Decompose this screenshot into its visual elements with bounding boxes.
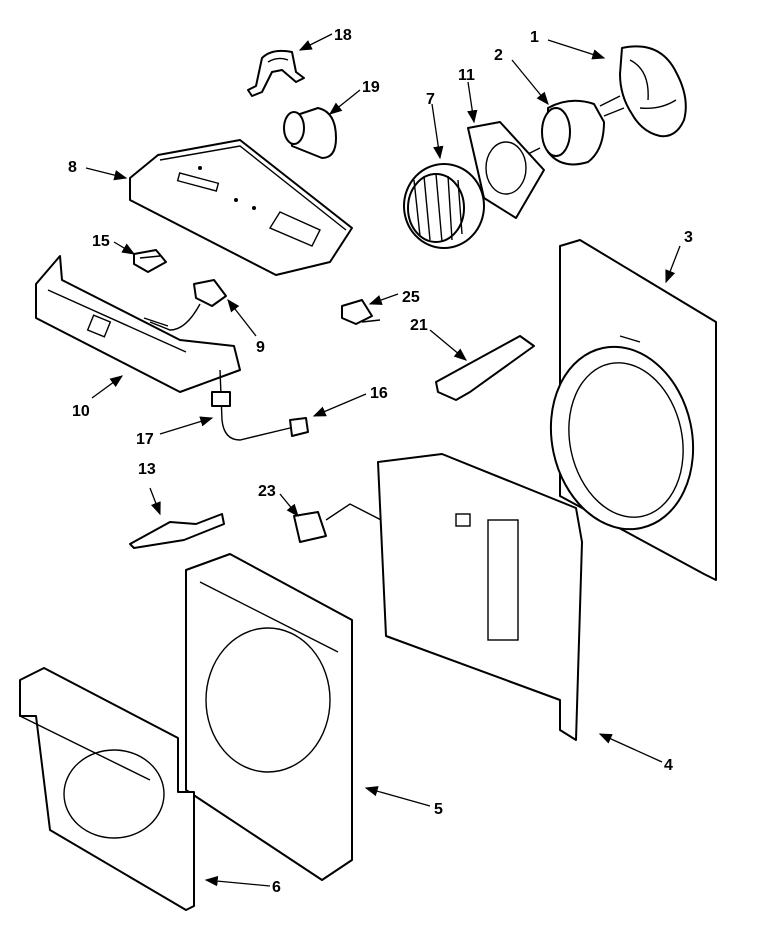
callout-9: 9 (256, 339, 265, 356)
callout-17: 17 (136, 431, 154, 448)
callout-13: 13 (138, 461, 156, 478)
callout-6: 6 (272, 879, 281, 896)
part-10-control-bracket (35, 255, 241, 393)
callout-25: 25 (402, 289, 420, 306)
part-21-channel (435, 335, 535, 401)
part-7-blower-wheel (403, 163, 485, 249)
leader-lines (85, 33, 681, 887)
part-5-housing (185, 553, 353, 881)
part-15-switch (133, 249, 167, 273)
part-8-top-plate (129, 139, 353, 276)
part-25-thermal-switch (341, 299, 381, 325)
callout-4: 4 (664, 757, 673, 774)
part-16-wire-harness (211, 369, 309, 441)
part-9-socket (149, 279, 227, 331)
part-2-motor (523, 99, 625, 166)
callout-10: 10 (72, 403, 90, 420)
callout-18: 18 (334, 27, 352, 44)
callout-8: 8 (68, 159, 77, 176)
callout-3: 3 (684, 229, 693, 246)
callout-19: 19 (362, 79, 380, 96)
part-3-front-panel (549, 239, 717, 581)
part-6-duct-connector (19, 667, 195, 911)
callout-5: 5 (434, 801, 443, 818)
callout-21: 21 (410, 317, 428, 334)
callout-1: 1 (530, 29, 539, 46)
callout-11: 11 (458, 67, 475, 84)
part-4-back-panel (377, 453, 583, 741)
part-11-mounting-plate (467, 121, 545, 219)
part-19-capacitor (283, 107, 337, 159)
part-1-fan-blade (599, 45, 687, 138)
callout-labels: 1 2 3 4 5 6 7 8 9 10 11 13 15 16 17 18 1… (68, 27, 693, 896)
callout-23: 23 (258, 483, 276, 500)
callout-16: 16 (370, 385, 388, 402)
callout-7: 7 (426, 91, 435, 108)
callout-2: 2 (494, 47, 503, 64)
part-13-bracket (129, 513, 225, 549)
callout-15: 15 (92, 233, 110, 250)
part-18-strap (247, 49, 305, 97)
